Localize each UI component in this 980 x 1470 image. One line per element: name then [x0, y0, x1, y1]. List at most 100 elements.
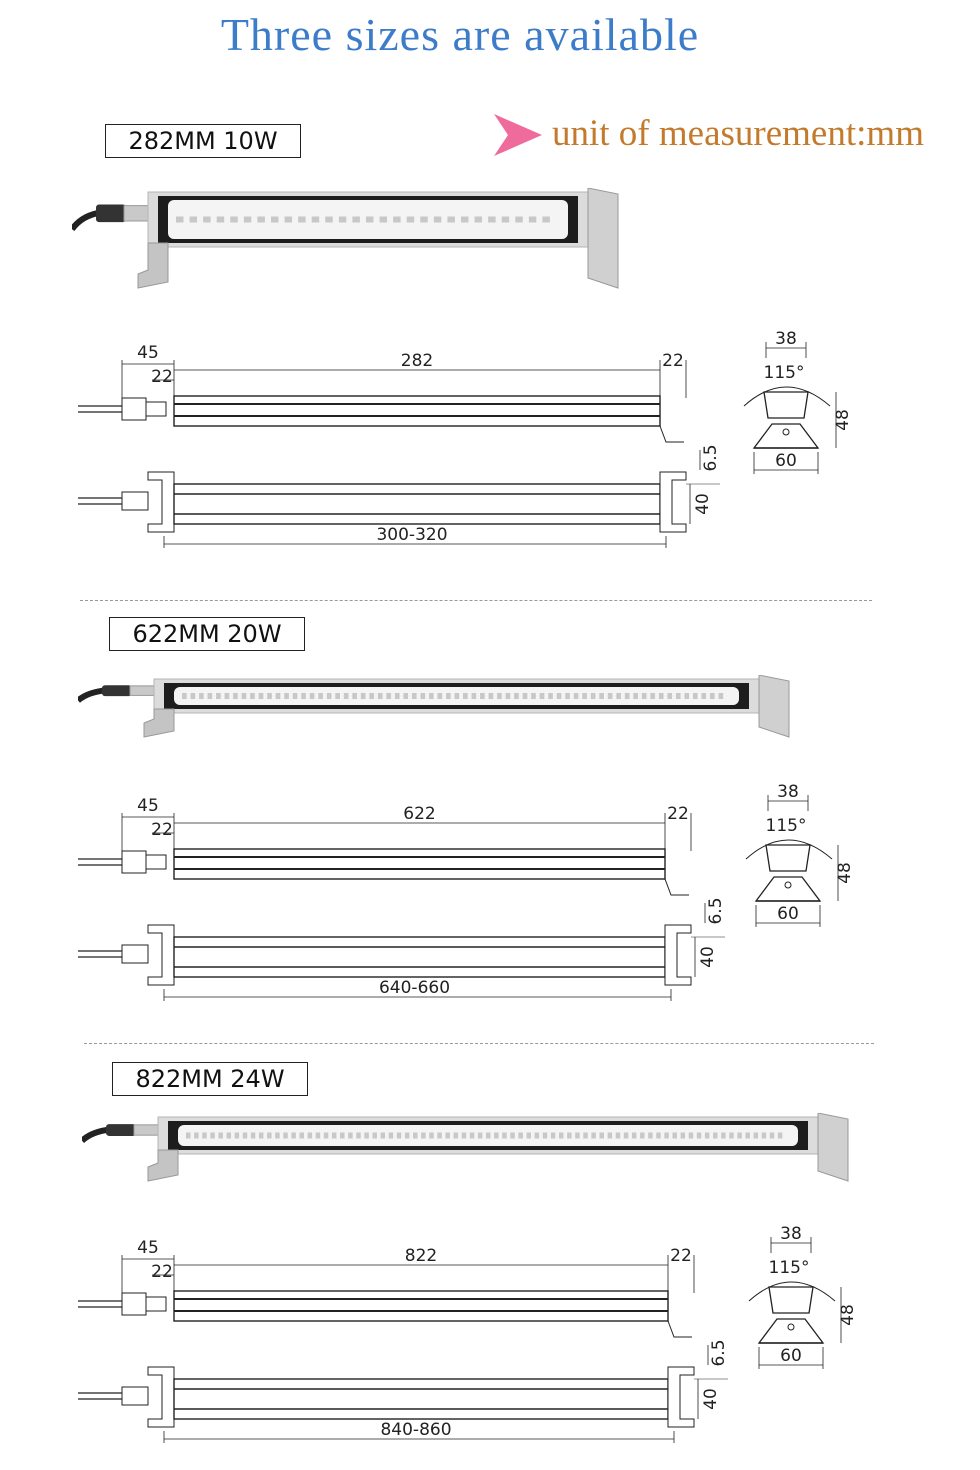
- dim-height: 40: [698, 946, 718, 968]
- led-chip: [453, 1132, 459, 1139]
- connector-nut: [121, 1292, 147, 1316]
- led-chip: [477, 1132, 483, 1139]
- led-chip: [718, 693, 724, 699]
- foot-bracket: [664, 878, 689, 896]
- dim-length: 822: [405, 1246, 437, 1266]
- led-chip: [505, 693, 511, 699]
- led-chip: [640, 1132, 645, 1139]
- dim-base-height: 6.5: [701, 444, 721, 471]
- connector-thread: [145, 854, 167, 870]
- dim-end-cap: 22: [670, 1246, 692, 1266]
- led-chip: [309, 693, 315, 699]
- led-chip: [323, 1132, 329, 1139]
- dim-mount-range: 640-660: [379, 978, 450, 998]
- dim-height: 40: [693, 493, 713, 515]
- led-chip: [325, 216, 333, 223]
- dim-mount-range: 840-860: [380, 1420, 451, 1440]
- led-chip: [573, 693, 579, 699]
- lamp-body-side: [173, 936, 666, 978]
- connector-plug: [96, 204, 126, 223]
- led-chip: [675, 693, 681, 699]
- led-chip: [709, 693, 715, 699]
- led-chip: [607, 693, 613, 699]
- lamp-body-side: [173, 1378, 669, 1420]
- led-chip: [343, 693, 349, 699]
- led-chip: [528, 216, 537, 223]
- led-chip: [607, 1132, 613, 1139]
- led-chip: [704, 1132, 710, 1139]
- led-chip: [234, 1132, 240, 1139]
- dim-inset: 22: [151, 367, 173, 387]
- profile-head: [768, 1286, 814, 1314]
- dim-profile-height: 48: [835, 862, 855, 884]
- led-chip: [257, 216, 265, 223]
- dim-inset: 22: [151, 820, 173, 840]
- rotation-arc: [743, 386, 831, 407]
- led-chip: [233, 693, 238, 699]
- led-chip: [311, 216, 320, 223]
- right-mount-plate: [659, 471, 687, 533]
- dim-base-width: 60: [775, 451, 797, 471]
- led-chip: [539, 693, 545, 699]
- led-chip: [713, 1132, 718, 1139]
- led-chip: [680, 1132, 686, 1139]
- led-chip: [486, 1132, 491, 1139]
- led-chip: [216, 693, 221, 699]
- led-chip: [258, 693, 264, 699]
- led-chip: [388, 1132, 394, 1139]
- dim-connector: 45: [137, 343, 159, 363]
- led-chip: [556, 693, 562, 699]
- led-chip: [650, 693, 656, 699]
- left-bracket: [143, 708, 175, 738]
- dim-connector: 45: [137, 796, 159, 816]
- right-bracket: [817, 1113, 849, 1182]
- led-chip: [369, 693, 375, 699]
- led-chip: [394, 693, 400, 699]
- led-chip: [299, 1132, 304, 1139]
- led-chip: [641, 693, 647, 699]
- led-chip: [258, 1132, 264, 1139]
- lamp-body-side: [173, 483, 661, 525]
- dim-length: 622: [403, 804, 435, 824]
- led-chip: [403, 693, 409, 699]
- led-chip: [548, 693, 553, 699]
- led-chip: [474, 216, 483, 223]
- dim-base-width: 60: [777, 904, 799, 924]
- led-chip: [531, 693, 536, 699]
- led-chip: [701, 693, 707, 699]
- led-chip: [283, 1132, 288, 1139]
- led-chip: [380, 1132, 386, 1139]
- led-chip: [226, 1132, 231, 1139]
- led-chip: [737, 1132, 742, 1139]
- led-chip: [648, 1132, 653, 1139]
- dim-end-cap: 22: [667, 804, 689, 824]
- led-chip: [284, 216, 293, 223]
- led-chip: [250, 1132, 256, 1139]
- led-chip: [428, 693, 434, 699]
- led-chip: [515, 216, 523, 223]
- led-chip: [218, 1132, 223, 1139]
- led-chip: [542, 1132, 548, 1139]
- led-chip: [406, 216, 415, 223]
- led-chip: [360, 693, 366, 699]
- right-mount-plate: [667, 1366, 695, 1428]
- led-chip: [514, 693, 519, 699]
- left-bracket: [147, 1149, 179, 1182]
- led-row: [182, 693, 724, 699]
- led-chip: [721, 1132, 726, 1139]
- led-chip: [224, 693, 230, 699]
- led-chip: [318, 693, 323, 699]
- led-chip: [366, 216, 374, 223]
- pivot-hole: [787, 1323, 795, 1331]
- led-chip: [275, 693, 281, 699]
- led-chip: [429, 1132, 434, 1139]
- dim-base-height: 6.5: [706, 897, 726, 924]
- led-chip: [348, 1132, 353, 1139]
- connector-body: [121, 944, 149, 964]
- led-chip: [745, 1132, 750, 1139]
- dim-base-height: 6.5: [709, 1339, 729, 1366]
- left-bracket: [137, 242, 169, 289]
- led-chip: [688, 1132, 694, 1139]
